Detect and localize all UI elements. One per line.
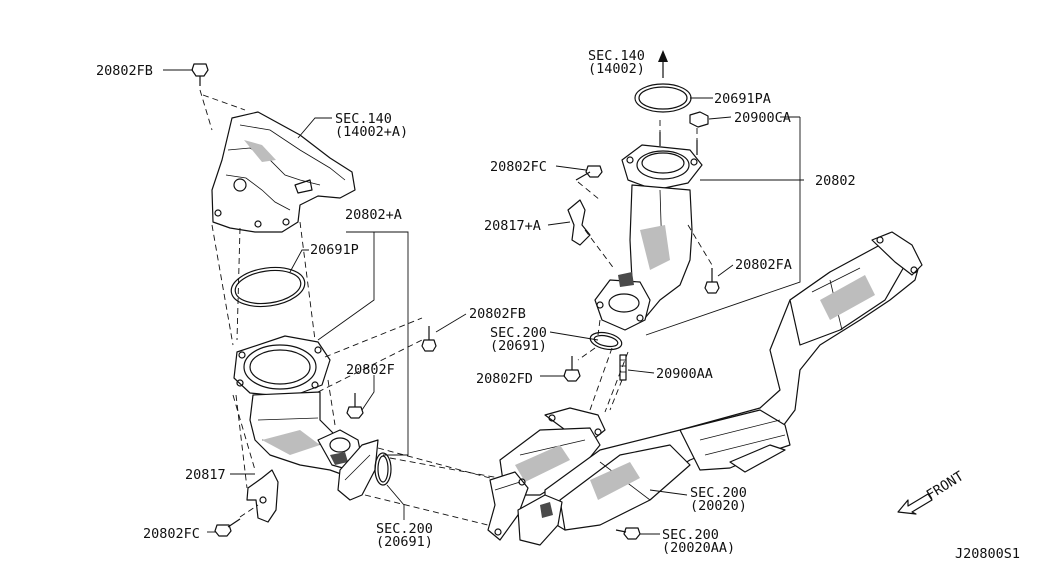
front-arrow-icon — [897, 493, 933, 515]
bolt-icon — [346, 393, 364, 419]
label-20802fa: 20802FA — [735, 257, 792, 273]
bolt-icon — [214, 518, 241, 537]
label-sec200-r1-1: SEC.200 — [690, 485, 747, 501]
label-sec200-r1-2: (20020) — [690, 498, 747, 514]
center-catalyst-assembly — [487, 231, 923, 546]
label-20817: 20817 — [185, 467, 226, 483]
diagram-code: J20800S1 — [955, 546, 1020, 562]
label-20691p: 20691P — [310, 242, 359, 258]
label-sec140-left-1: SEC.140 — [335, 111, 392, 127]
right-gasket-20691 — [589, 331, 623, 351]
label-sec200-mid-2: (20691) — [490, 338, 547, 354]
bolt-icon — [421, 326, 437, 352]
label-sec200-mid-1: SEC.200 — [490, 325, 547, 341]
label-20691pa: 20691PA — [714, 91, 771, 107]
label-20802f: 20802F — [346, 362, 395, 378]
label-20802: 20802 — [815, 173, 856, 189]
label-sec200-r2-2: (20020AA) — [662, 540, 735, 556]
label-sec140-top-1: SEC.140 — [588, 48, 645, 64]
stud-20900aa — [619, 354, 627, 381]
leader-lines — [163, 69, 804, 535]
left-gasket-20691p — [230, 266, 306, 308]
left-exhaust-manifold — [211, 111, 356, 233]
label-20802fc-right: 20802FC — [490, 159, 547, 175]
bolt-icon — [615, 527, 641, 540]
label-20802fb-top: 20802FB — [96, 63, 153, 79]
left-bracket-20817 — [246, 469, 279, 523]
left-gasket-20691 — [374, 452, 392, 486]
label-20802fc-left: 20802FC — [143, 526, 200, 542]
label-20900ca: 20900CA — [734, 110, 791, 126]
bolt-icon — [563, 356, 581, 382]
front-label: FRONT — [924, 468, 967, 503]
label-20817a: 20817+A — [484, 218, 541, 234]
right-front-tube-20802 — [594, 132, 703, 331]
label-sec200-low-1: SEC.200 — [376, 521, 433, 537]
bolt-icon — [704, 268, 720, 294]
left-catalytic-converter — [233, 335, 379, 501]
up-arrow-icon — [658, 50, 668, 78]
label-sec200-low-2: (20691) — [376, 534, 433, 550]
bolt-icon — [575, 165, 603, 181]
label-20802a: 20802+A — [345, 207, 402, 223]
label-sec140-top-2: (14002) — [588, 61, 645, 77]
right-bracket-20817a — [567, 199, 591, 246]
bolt-icon — [191, 63, 209, 86]
label-sec140-left-2: (14002+A) — [335, 124, 408, 140]
nut-icon — [689, 111, 709, 128]
label-20900aa: 20900AA — [656, 366, 713, 382]
label-20802fd: 20802FD — [476, 371, 533, 387]
label-20802fb-mid: 20802FB — [469, 306, 526, 322]
part-labels: 20802FB SEC.140 (14002+A) 20802+A 20691P… — [96, 48, 1020, 562]
label-sec200-r2-1: SEC.200 — [662, 527, 719, 543]
right-gasket-20691pa — [634, 83, 692, 113]
